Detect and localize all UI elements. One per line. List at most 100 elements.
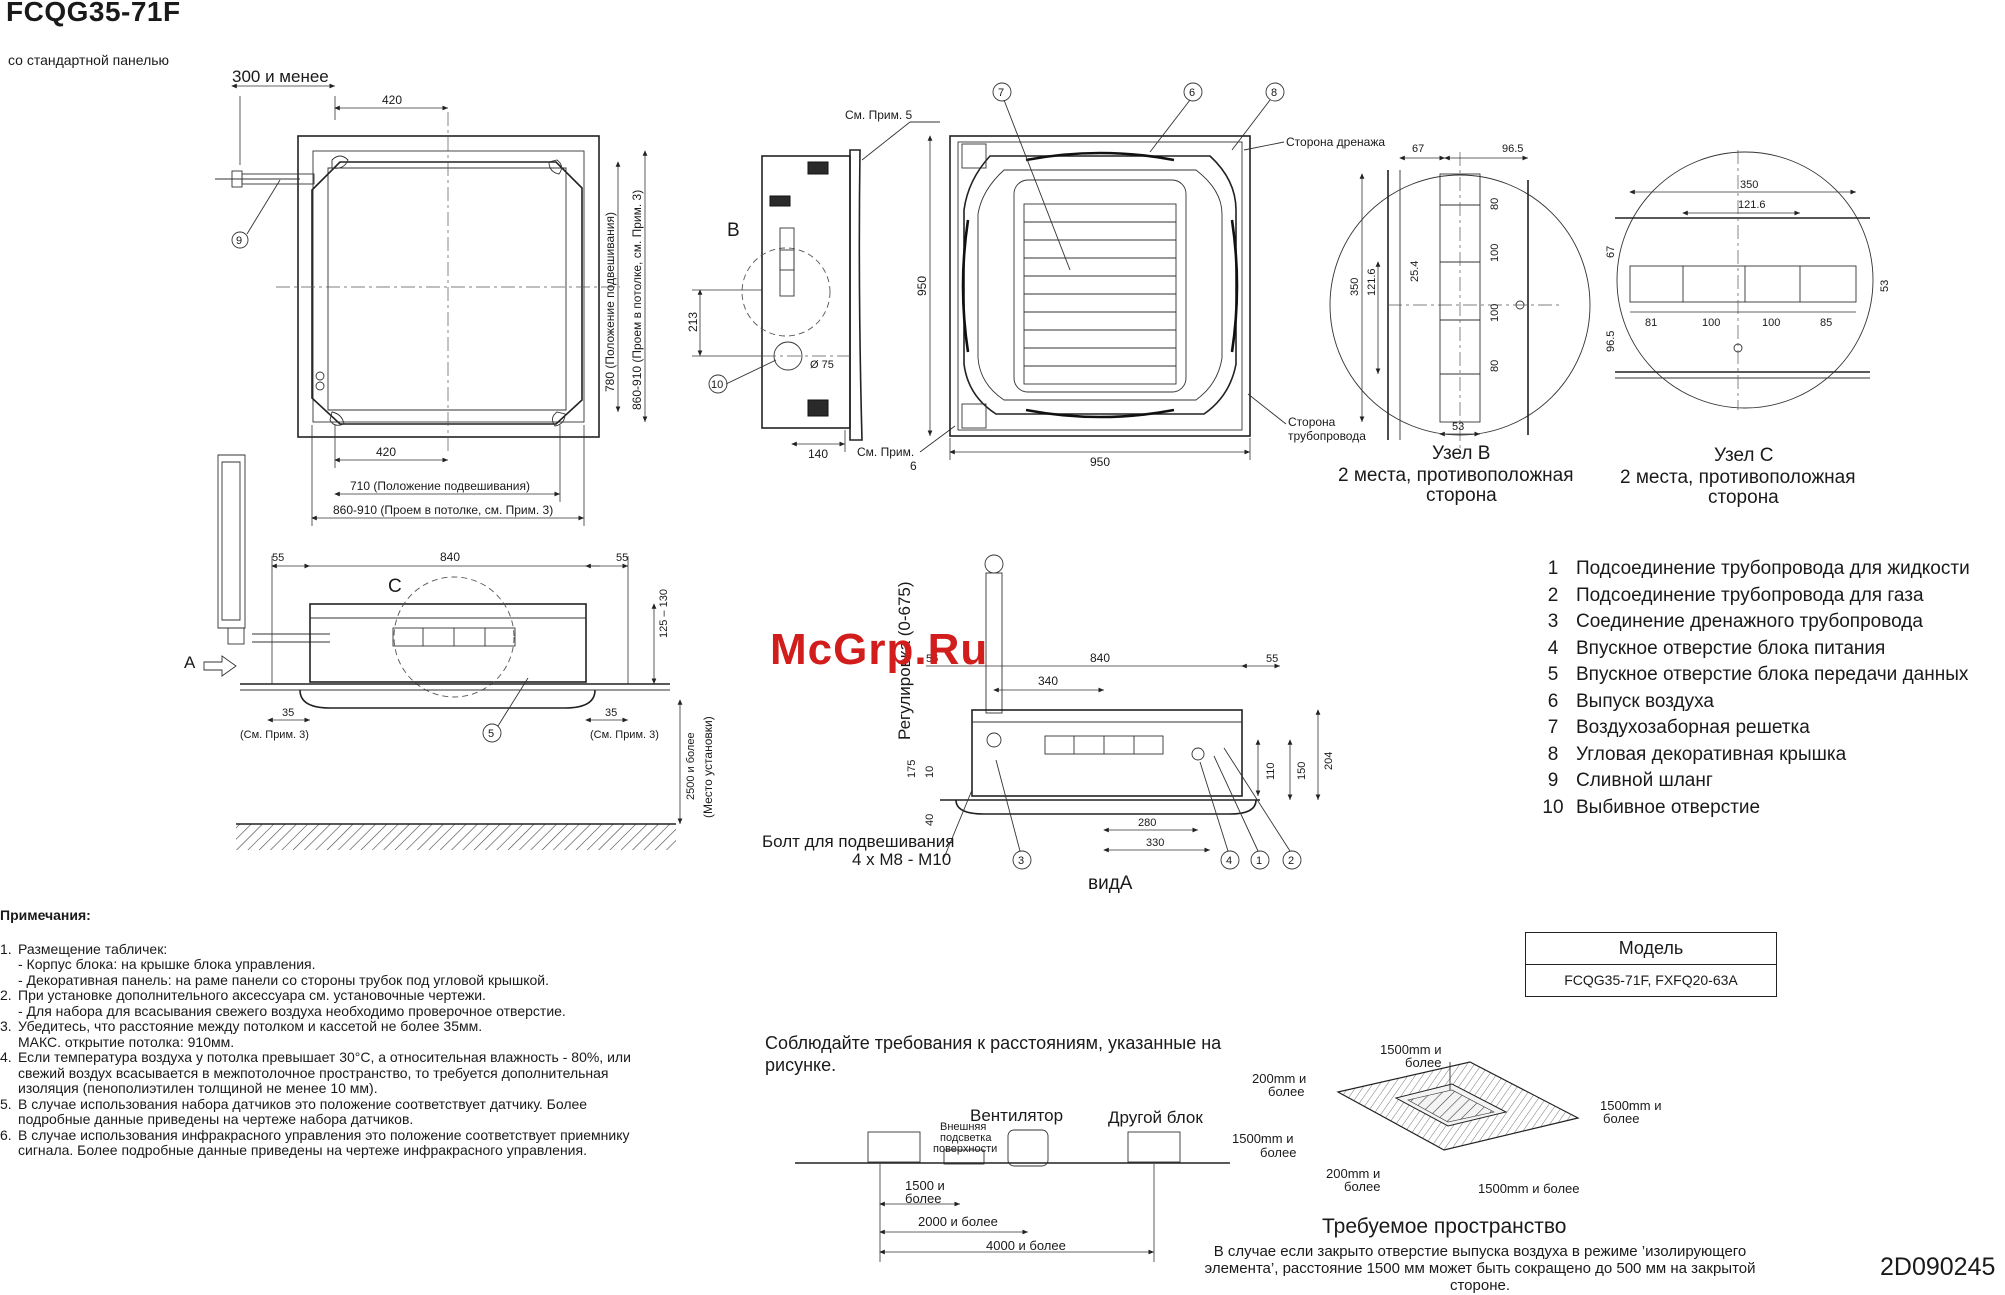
front-view: C A 55 840 55 125 – 130 35 (См. Прим. 3)… bbox=[184, 454, 715, 850]
legend-item: 10 Выбивное отверстие bbox=[1530, 795, 1970, 822]
detail-B-sub1: 2 места, противоположная bbox=[1338, 465, 1574, 486]
legend-number: 3 bbox=[1547, 611, 1559, 632]
va-d175: 175 bbox=[906, 760, 918, 778]
b-d53: 53 bbox=[1452, 421, 1464, 433]
note-text: - Для набора для всасывания свежего возд… bbox=[18, 1002, 566, 1019]
iso-200top-b: более bbox=[1268, 1084, 1304, 1099]
legend-number: 7 bbox=[1547, 717, 1559, 738]
note-line: 2. При установке дополнительного аксессуа… bbox=[0, 987, 760, 1004]
note-line: 5.В случае использования набора датчиков… bbox=[0, 1095, 760, 1113]
note-text: изоляция (пенополиэтилен толщиной не мен… bbox=[18, 1080, 378, 1096]
dim-710: 710 (Положение подвешивания) bbox=[350, 479, 530, 493]
note-line: 6. В случае использования инфракрасного у… bbox=[0, 1126, 760, 1144]
iso-1500bot: 1500mm и более bbox=[1478, 1181, 1580, 1196]
b-d100b: 100 bbox=[1489, 304, 1501, 322]
note-line: МАКС. открытие потолка: 910мм. bbox=[0, 1034, 760, 1051]
b-d350: 350 bbox=[1349, 278, 1361, 296]
dim-950-v: 950 bbox=[915, 276, 929, 296]
label-C: C bbox=[388, 576, 402, 597]
c-d53: 53 bbox=[1879, 280, 1891, 292]
note-line: 3.Убедитесь, что расстояние между потолк… bbox=[0, 1018, 760, 1035]
legend-item: 3 Соединение дренажного трубопровода bbox=[1530, 609, 1970, 636]
note-line: сигнала. Более подробные данные приведен… bbox=[0, 1142, 760, 1159]
note-line: подробные данные приведены на чертеже на… bbox=[0, 1111, 760, 1128]
see-note6-a: См. Прим. bbox=[857, 445, 914, 459]
c-d85: 85 bbox=[1820, 317, 1832, 329]
dim-860-h: 860-910 (Проем в потолке, см. Прим. 3) bbox=[333, 503, 553, 517]
dim-75: Ø 75 bbox=[810, 359, 834, 371]
reg-adjust: Регулировка (0-675) bbox=[895, 581, 914, 740]
front-d840: 840 bbox=[440, 550, 460, 564]
note-number bbox=[0, 1066, 18, 1082]
c-d965: 96.5 bbox=[1605, 331, 1617, 352]
note-text: Если температура воздуха у потолка превы… bbox=[18, 1049, 631, 1065]
note-text: В случае использования инфракрасного упр… bbox=[18, 1126, 630, 1143]
va-c3: 3 bbox=[1018, 855, 1024, 867]
detail-C-sub2: сторона bbox=[1708, 487, 1779, 508]
view-A-label: видA bbox=[1088, 873, 1133, 894]
dim-420-top: 420 bbox=[382, 93, 402, 107]
note-number: 6. bbox=[0, 1126, 12, 1143]
front-d35a: 35 bbox=[282, 707, 294, 719]
legend-text: Выпуск воздуха bbox=[1576, 690, 1714, 712]
model-value: FCQG35-71F, FXFQ20-63A bbox=[1564, 972, 1738, 988]
legend-text: Воздухозаборная решетка bbox=[1576, 717, 1810, 738]
note-number: 2. bbox=[0, 987, 12, 1003]
legend-text: Выбивное отверстие bbox=[1576, 796, 1761, 818]
iso-1500right-a: 1500mm и bbox=[1600, 1098, 1661, 1113]
space-note: В случае если закрыто отверстие выпуска … bbox=[1204, 1243, 1756, 1294]
detail-B-title: Узел B bbox=[1432, 443, 1490, 464]
b-d100a: 100 bbox=[1489, 244, 1501, 262]
iso-200bot-a: 200mm и bbox=[1326, 1166, 1380, 1181]
legend-number: 1 bbox=[1547, 558, 1559, 579]
dim-780-v: 780 (Положение подвешивания) bbox=[603, 212, 617, 392]
front-d55a: 55 bbox=[272, 552, 284, 564]
legend-number: 9 bbox=[1547, 770, 1559, 791]
legend-number: 10 bbox=[1542, 796, 1564, 818]
dim-420-bottom: 420 bbox=[376, 445, 396, 459]
cl-d1500b: более bbox=[905, 1191, 941, 1206]
detail-B-sub2: сторона bbox=[1426, 485, 1497, 506]
bolt-label-2: 4 x M8 - M10 bbox=[852, 850, 951, 869]
iso-1500top-b: более bbox=[1405, 1055, 1441, 1070]
panel-view: 950 950 Сторона дренажа Сторона трубопро… bbox=[915, 82, 1385, 469]
note-text: Убедитесь, что расстояние между потолком… bbox=[18, 1018, 483, 1034]
notes-heading: Примечания: bbox=[0, 907, 91, 923]
legend-text: Соединение дренажного трубопровода bbox=[1576, 611, 1923, 632]
b-d254: 25.4 bbox=[1409, 261, 1421, 282]
va-d840: 840 bbox=[1090, 651, 1110, 665]
view-A: Регулировка (0-675) 56 840 55 340 175 10… bbox=[762, 554, 1335, 894]
note-number: 4. bbox=[0, 1049, 12, 1065]
c-d67: 67 bbox=[1605, 246, 1617, 258]
note-text: - Корпус блока: на крышке блока управлен… bbox=[18, 956, 316, 972]
note-line: свежий воздух всасывается в межпотолочно… bbox=[0, 1065, 760, 1082]
cl-d2000: 2000 и более bbox=[918, 1214, 998, 1229]
c-d350: 350 bbox=[1740, 179, 1758, 191]
note-number bbox=[0, 1143, 18, 1159]
ext-light-2: подсветка bbox=[940, 1132, 992, 1144]
requirement-text: Соблюдайте требования к расстояниям, ука… bbox=[765, 1033, 1222, 1075]
note-number bbox=[0, 973, 18, 989]
c-d81: 81 bbox=[1645, 317, 1657, 329]
note-line: - Для набора для всасывания свежего возд… bbox=[0, 1002, 760, 1020]
b-d67: 67 bbox=[1412, 143, 1424, 155]
note-number bbox=[0, 1112, 18, 1128]
dim-950-h: 950 bbox=[1090, 455, 1110, 469]
note-text: - Декоративная панель: на раме панели со… bbox=[18, 971, 549, 988]
space-title: Требуемое пространство bbox=[1322, 1215, 1567, 1238]
c-d100a: 100 bbox=[1702, 317, 1720, 329]
detail-C-sub1: 2 места, противоположная bbox=[1620, 467, 1856, 488]
model-table: Модель FCQG35-71F, FXFQ20-63A bbox=[1525, 932, 1777, 997]
note-text: В случае использования набора датчиков э… bbox=[18, 1095, 588, 1112]
note-text: При установке дополнительного аксессуара… bbox=[18, 987, 486, 1003]
cl-d1500a: 1500 и bbox=[905, 1178, 945, 1193]
va-d280: 280 bbox=[1138, 817, 1156, 829]
clearance-side: Вентилятор Другой блок Внешняя подсветка… bbox=[795, 1106, 1230, 1262]
ext-light-1: Внешняя bbox=[940, 1121, 986, 1133]
front-d2500: 2500 и более bbox=[685, 732, 697, 800]
